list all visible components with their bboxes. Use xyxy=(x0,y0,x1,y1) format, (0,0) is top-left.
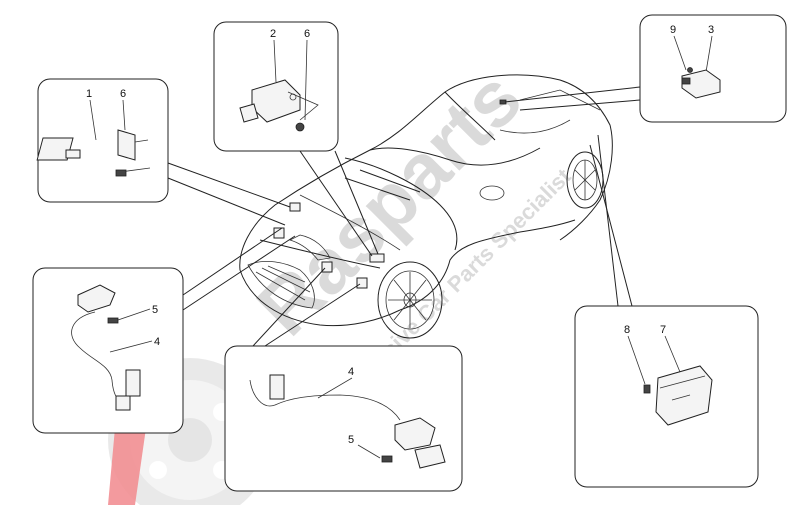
callout-5: 5 xyxy=(152,304,158,316)
leader-lines xyxy=(167,86,641,347)
callout-3: 3 xyxy=(708,24,714,36)
callout-6: 6 xyxy=(120,88,126,100)
detail-box-6: 8 7 xyxy=(574,305,759,488)
detail-box-2: 2 6 xyxy=(213,21,339,152)
detail-box-3: 9 3 xyxy=(639,14,787,123)
callout-9: 9 xyxy=(670,24,676,36)
detail-box-5: 4 5 xyxy=(224,345,463,492)
car-body xyxy=(239,74,613,339)
callout-7: 7 xyxy=(660,324,666,336)
callout-4: 4 xyxy=(154,336,160,348)
callout-2: 2 xyxy=(270,28,276,40)
callout-6: 6 xyxy=(304,28,310,40)
callout-4: 4 xyxy=(348,366,354,378)
callout-5: 5 xyxy=(348,434,354,446)
callout-1: 1 xyxy=(86,88,92,100)
detail-box-4: 5 4 xyxy=(32,267,184,434)
callout-8: 8 xyxy=(624,324,630,336)
detail-box-1: 1 6 xyxy=(36,78,169,203)
